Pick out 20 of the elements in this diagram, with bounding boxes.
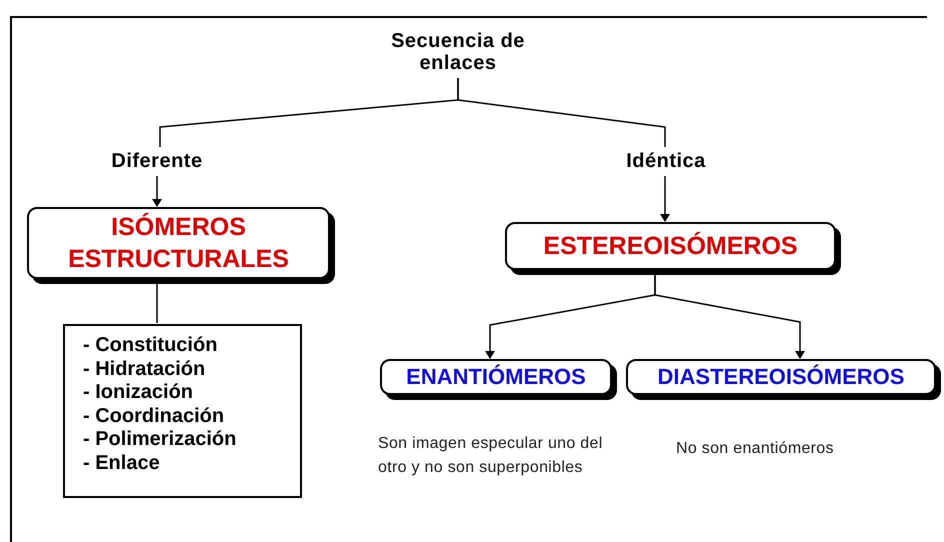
list-item: - Ionización (83, 381, 193, 404)
category-title: ISÓMEROS ESTRUCTURALES (67, 212, 290, 275)
list-box (63, 324, 302, 498)
list-item: - Constitución (83, 334, 218, 358)
list-item: - Coordinación (83, 404, 224, 428)
list-item: - Polimerización (83, 428, 236, 452)
branch-label: Diferente (111, 150, 203, 172)
branch-label: Idéntica (626, 150, 706, 172)
list-item: - Enlace (83, 452, 160, 475)
arrow (660, 176, 670, 222)
branch-label: Secuencia de enlaces (390, 30, 526, 74)
connector-line (457, 78, 666, 147)
category-title: ENANTIÓMEROS (406, 363, 586, 391)
description-text: Son imagen especular uno del otro y no son superponibles (378, 434, 604, 478)
description-text: No son enantiómeros (676, 439, 835, 459)
arrow (152, 176, 162, 207)
list-item: - Hidratación (83, 358, 206, 381)
category-title: ESTEREOISÓMEROS (543, 230, 798, 262)
connector-line (156, 284, 158, 323)
category-title: DIASTEREOISÓMEROS (658, 363, 904, 391)
